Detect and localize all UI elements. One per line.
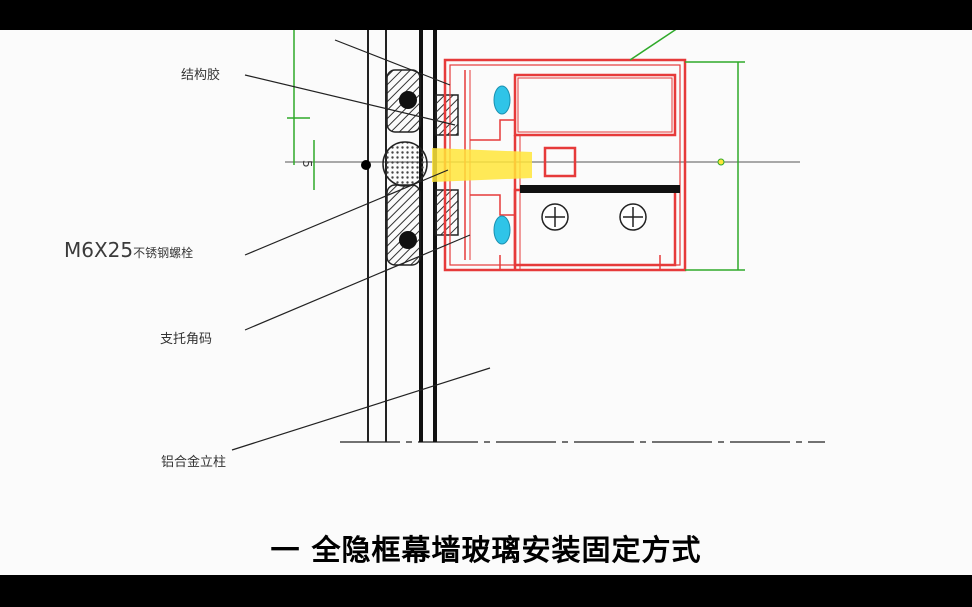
label-bolt-suffix: 不锈钢螺栓: [133, 246, 194, 260]
top-letterbox: [0, 0, 972, 30]
dimension-lines: [287, 30, 745, 271]
bolt-highlight: [432, 148, 532, 182]
dimension-marker: [717, 158, 725, 166]
curtain-wall-section-drawing: [231, 30, 825, 451]
spacers: [493, 85, 511, 245]
screws: [541, 203, 647, 231]
backer-rod: [382, 141, 428, 187]
label-bracket: 支托角码: [160, 332, 213, 347]
video-subtitle: 一 全隐框幕墙玻璃安装固定方式: [270, 533, 702, 567]
label-bolt-main: M6X25: [64, 238, 134, 262]
label-dimension: 5: [300, 160, 314, 168]
bottom-letterbox: [0, 575, 972, 607]
drawing-canvas: 结构胶 5 M6X25不锈钢螺栓 支托角码 铝合金立柱 一 全隐框幕墙玻璃安装固…: [0, 30, 972, 575]
support-bar: [520, 185, 680, 193]
glass-panes: [367, 30, 437, 442]
label-sealant: 结构胶: [181, 68, 221, 83]
label-bolt: M6X25不锈钢螺栓: [64, 238, 193, 262]
label-mullion: 铝合金立柱: [161, 455, 227, 470]
leader-lines: [231, 39, 491, 451]
setting-block-dot: [361, 160, 371, 170]
